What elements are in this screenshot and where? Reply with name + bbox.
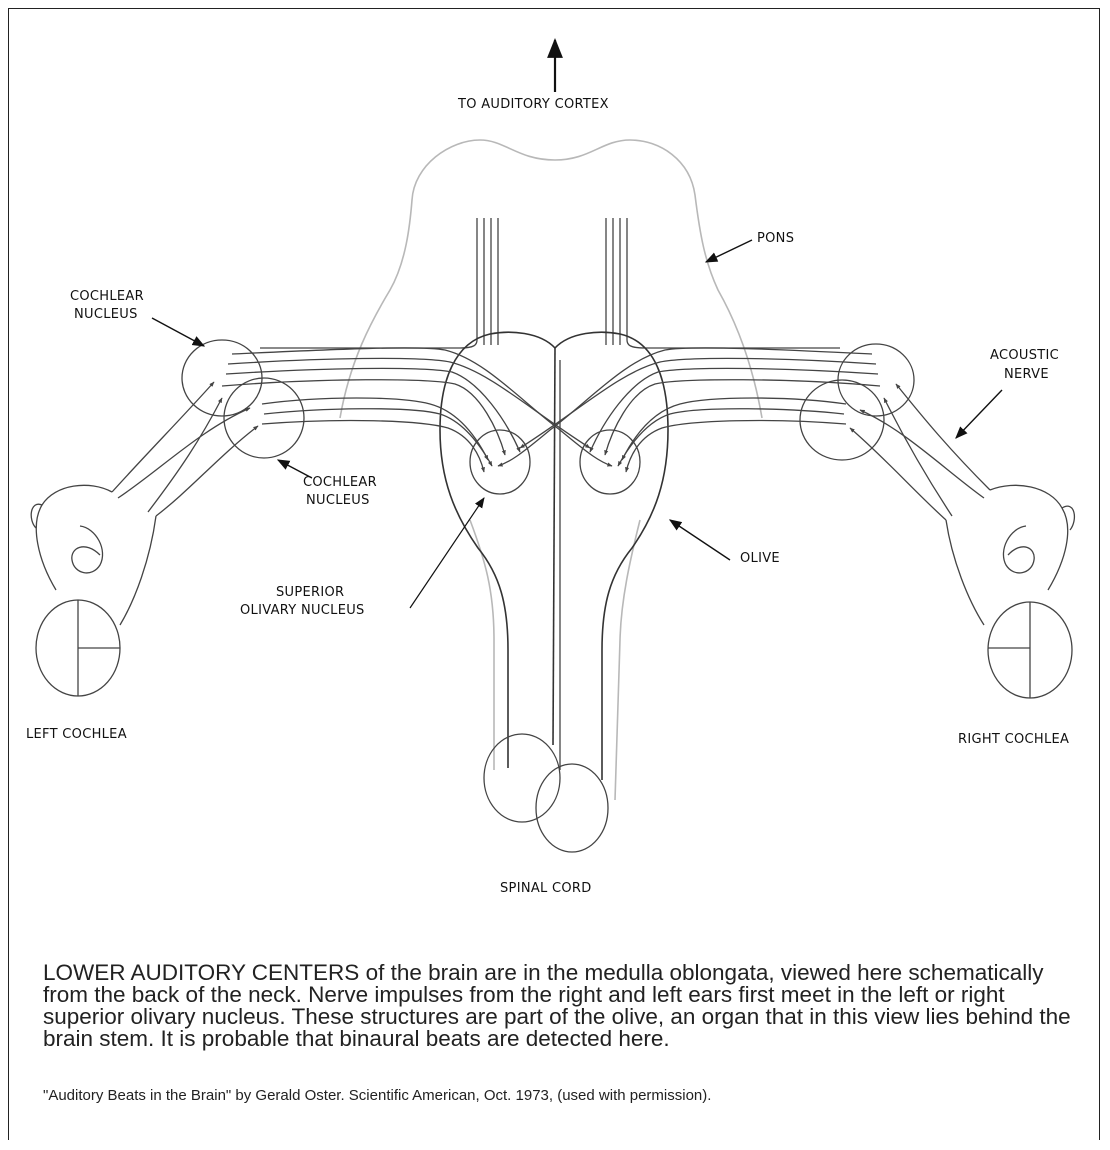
label-to-auditory-cortex: TO AUDITORY CORTEX [457,97,609,112]
label-cochlear-nucleus-left-1: COCHLEAR [70,289,144,304]
pons-outline [340,140,762,418]
label-right-cochlea: RIGHT COCHLEA [958,732,1069,747]
pons-pointer [706,240,752,262]
olive-pointer [670,520,730,560]
label-spinal-cord: SPINAL CORD [500,881,592,896]
label-left-cochlea: LEFT COCHLEA [26,727,127,742]
label-acoustic-nerve-2: NERVE [1004,367,1049,382]
nerve-fibers [222,348,880,472]
right-cochlea [946,485,1074,698]
ascending-tracts-left [260,218,498,348]
cochlear-nucleus-left-pointer [152,318,204,346]
superior-olivary-pointer [410,498,484,608]
auditory-pathway-diagram: TO AUDITORY CORTEX PONS COCHLEAR NUCLEUS… [0,0,1110,950]
medulla-outline-left [440,332,555,768]
label-cochlear-nucleus-center-1: COCHLEAR [303,475,377,490]
label-pons: PONS [757,231,794,246]
cochlear-nucleus-left-lower [224,378,304,458]
medulla-soft-right [615,520,640,800]
acoustic-nerve-pointer [956,390,1002,438]
midline [553,348,555,745]
ascending-tracts-right [606,218,840,348]
medulla-outline-right [555,332,668,780]
left-cochlea [31,485,156,696]
spinal-cord-oval-left [484,734,560,822]
label-superior-olivary-2: OLIVARY NUCLEUS [240,603,365,618]
figure-credit: "Auditory Beats in the Brain" by Gerald … [43,1087,1083,1104]
acoustic-nerve-right [850,384,990,520]
label-cochlear-nucleus-center-2: NUCLEUS [306,493,370,508]
label-superior-olivary-1: SUPERIOR [276,585,344,600]
label-olive: OLIVE [740,551,780,566]
spinal-cord-oval-right [536,764,608,852]
acoustic-nerve-left [112,382,258,516]
label-cochlear-nucleus-left-2: NUCLEUS [74,307,138,322]
figure-caption: LOWER AUDITORY CENTERS of the brain are … [43,962,1083,1050]
medulla-soft-left [470,520,494,770]
label-acoustic-nerve-1: ACOUSTIC [990,348,1059,363]
